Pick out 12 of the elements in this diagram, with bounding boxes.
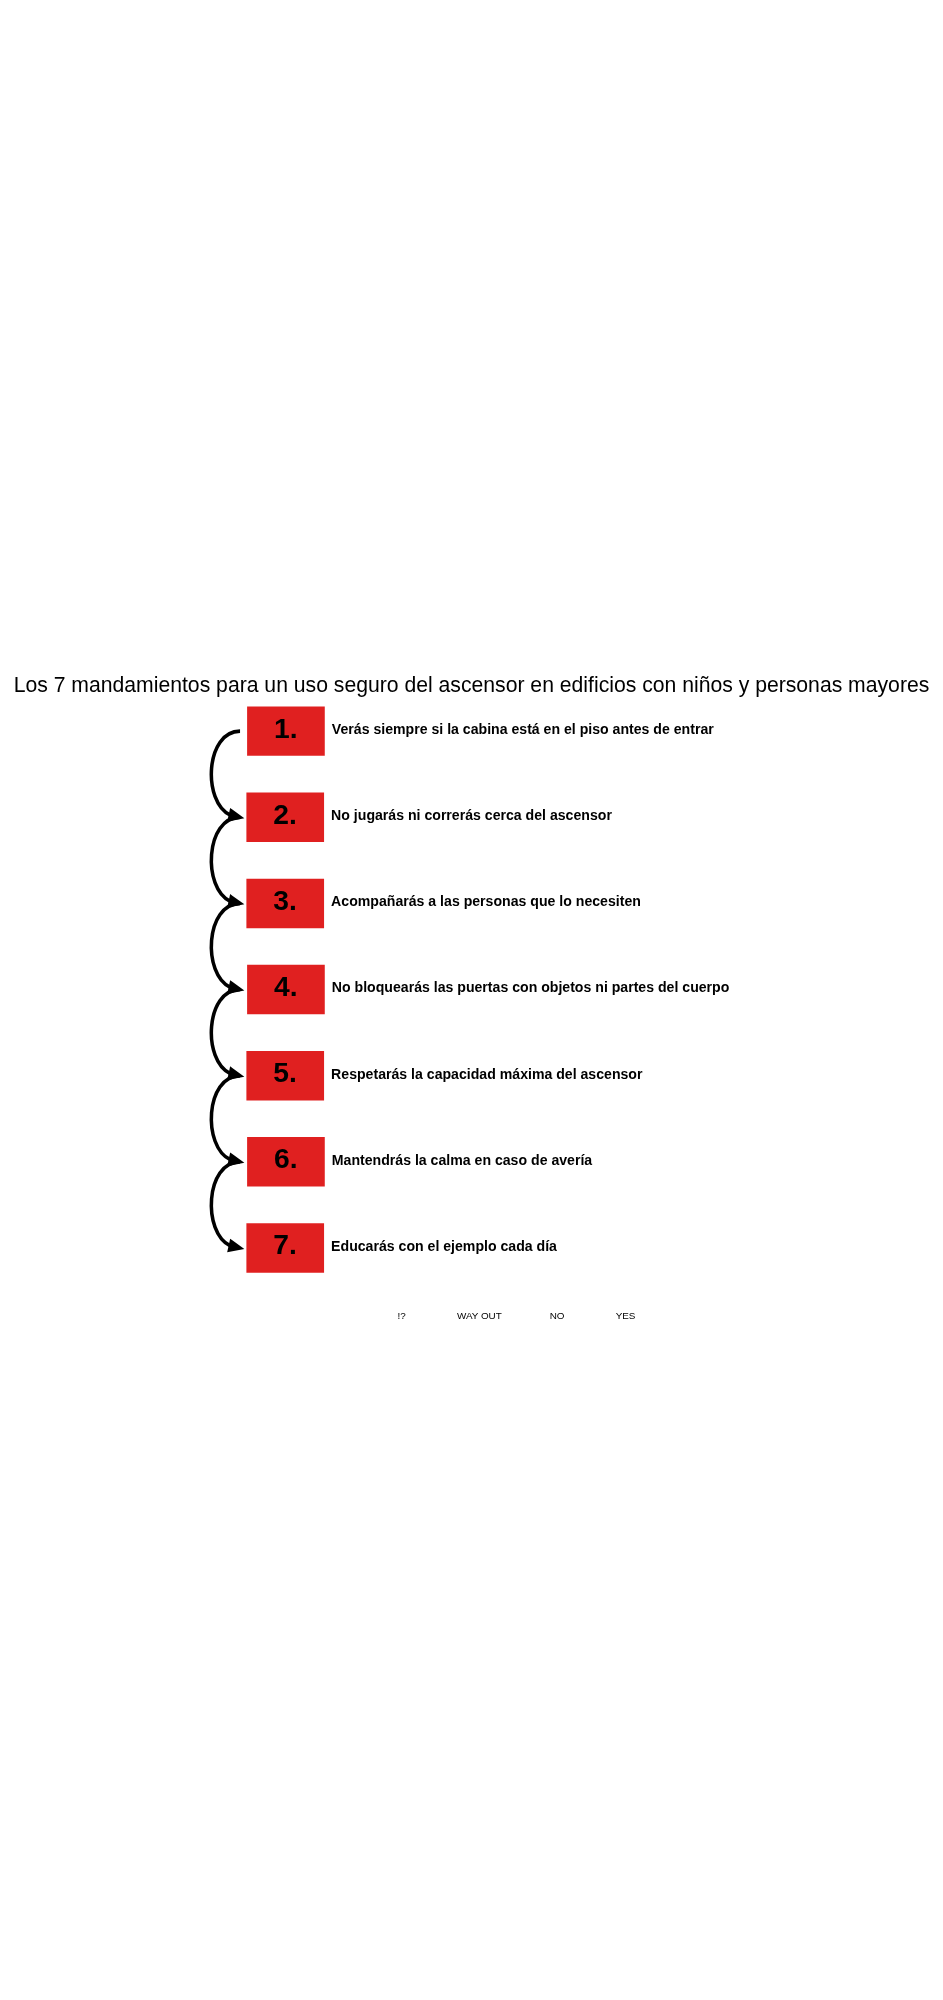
label: !?	[397, 1309, 406, 1321]
node-label: Acompañarás a las personas que lo necesiten	[331, 892, 641, 909]
node-label: No jugarás ni correrás cerca del ascensor	[331, 806, 612, 823]
label: NO	[549, 1309, 565, 1321]
label: WAY OUT	[456, 1309, 502, 1321]
node-label: Educarás con el ejemplo cada día	[331, 1237, 557, 1254]
node-label: Verás siempre si la cabina está en el piso antes de entrar	[331, 720, 714, 737]
node-label: Respetarás la capacidad máxima del ascensor	[331, 1065, 643, 1082]
diagram-title: Los 7 mandamientos para un uso seguro del ascensor en edificios con niños y personas mayores	[13, 672, 930, 696]
node-label: No bloquearás las puertas con objetos ni partes del cuerpo	[331, 978, 730, 995]
node-label: Mantendrás la calma en caso de avería	[331, 1151, 593, 1168]
label: YES	[615, 1309, 636, 1321]
